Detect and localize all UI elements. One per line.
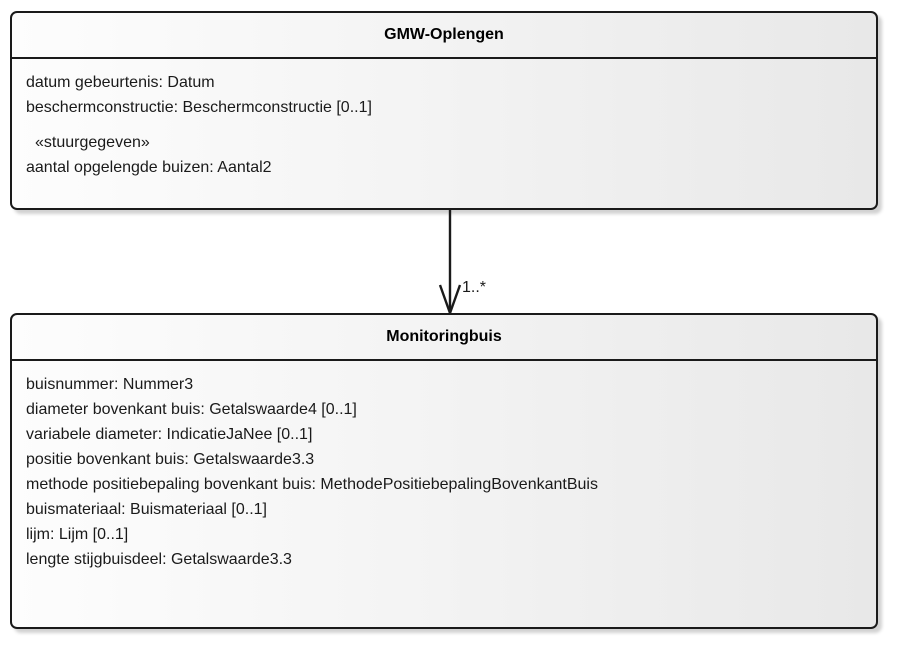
association-multiplicity-label: 1..* [462, 279, 487, 296]
attribute-row: variabele diameter: IndicatieJaNee [0..1… [26, 426, 313, 443]
attribute-row: positie bovenkant buis: Getalswaarde3.3 [26, 451, 315, 468]
attribute-row: methode positiebepaling bovenkant buis: … [26, 476, 598, 493]
attribute-row: diameter bovenkant buis: Getalswaarde4 [… [26, 401, 357, 418]
attribute-row: aantal opgelengde buizen: Aantal2 [26, 159, 272, 176]
class-box-gmw-oplengen[interactable]: GMW-Oplengen datum gebeurtenis: Datum be… [10, 11, 878, 210]
class-box-monitoringbuis[interactable]: Monitoringbuis buisnummer: Nummer3 diame… [10, 313, 878, 629]
attribute-row: lengte stijgbuisdeel: Getalswaarde3.3 [26, 551, 292, 568]
attribute-row: buisnummer: Nummer3 [26, 376, 194, 393]
attribute-row: datum gebeurtenis: Datum [26, 74, 215, 91]
class-name-monitoringbuis: Monitoringbuis [12, 315, 876, 361]
attribute-row: buismateriaal: Buismateriaal [0..1] [26, 501, 267, 518]
attribute-compartment-monitoringbuis: buisnummer: Nummer3 diameter bovenkant b… [12, 361, 876, 572]
attribute-compartment-gmw-oplengen: datum gebeurtenis: Datum beschermconstru… [12, 59, 876, 180]
association-connector [438, 209, 462, 317]
open-arrowhead-icon [438, 284, 462, 317]
attribute-row: beschermconstructie: Beschermconstructie… [26, 99, 372, 116]
attribute-row: lijm: Lijm [0..1] [26, 526, 129, 543]
attribute-stereotype: «stuurgegeven» [35, 134, 150, 151]
class-name-gmw-oplengen: GMW-Oplengen [12, 13, 876, 59]
